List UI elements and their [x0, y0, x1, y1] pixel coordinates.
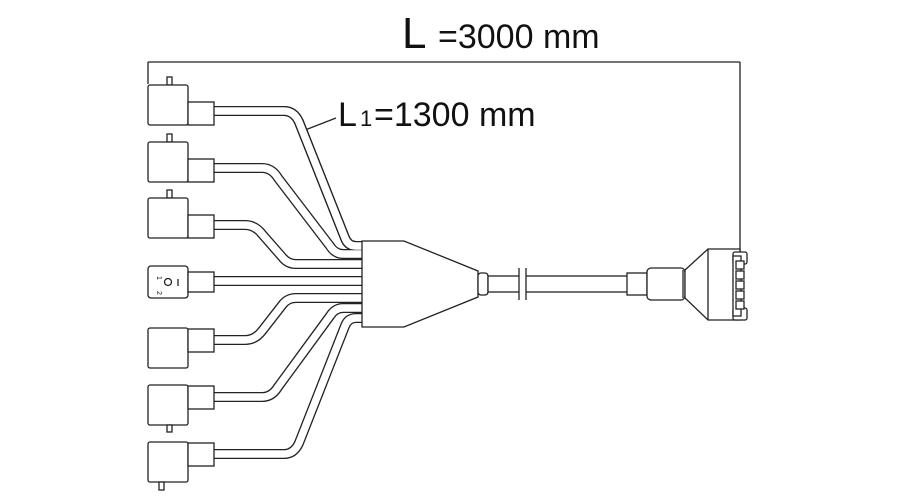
valve-connector-5 [147, 384, 215, 433]
valve-connector-4 [147, 327, 215, 369]
branch-length-value: =1300 mm [374, 96, 536, 134]
branch-length-symbol: L [338, 96, 357, 134]
main-connector [684, 248, 748, 321]
branch-length-dimension: L 1 =1300 mm [299, 96, 536, 134]
trunk-cable [477, 267, 686, 301]
valve-connector-3 [147, 189, 215, 239]
splitter-housing [361, 240, 479, 328]
pin-mark-b: 2 [155, 291, 162, 295]
valve-connector-2 [147, 133, 215, 183]
pin-mark-a: 1 [155, 276, 162, 280]
led-indicator-icon [163, 277, 173, 287]
branch-length-subscript: 1 [360, 106, 372, 131]
valve-connector-1 [147, 76, 215, 126]
total-length-value: =3000 mm [438, 18, 600, 56]
total-length-symbol: L [402, 9, 426, 58]
valve-connector-6 [147, 441, 215, 491]
branch-cables [212, 106, 364, 459]
total-length-dimension: L =3000 mm [147, 9, 741, 252]
sensor-connector: 1 2 [147, 265, 215, 299]
